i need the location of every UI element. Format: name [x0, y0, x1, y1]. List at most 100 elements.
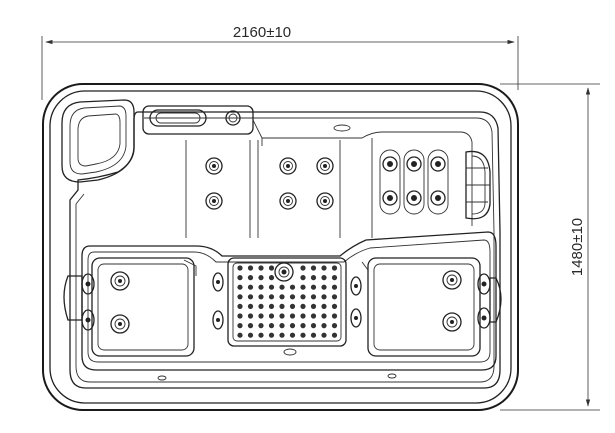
jet [382, 190, 398, 206]
seat-bench-outline [81, 231, 497, 371]
grate-hole [268, 323, 275, 329]
control-knob [225, 110, 241, 126]
grate-hole [289, 313, 296, 319]
grate-hole [321, 313, 327, 319]
grate-hole [279, 323, 285, 329]
grate-hole [331, 303, 338, 309]
grate-hole [321, 294, 327, 300]
grate-hole [289, 323, 296, 329]
jet [205, 157, 223, 175]
grate-hole [237, 284, 243, 290]
left-seat-side-jets [81, 273, 95, 331]
grate-hole [331, 275, 338, 281]
grate-hole [258, 265, 264, 271]
jet [442, 270, 462, 290]
grate-hole [247, 284, 254, 290]
grate-holes [237, 265, 338, 338]
left-seat-front-jets [212, 272, 224, 330]
grate-hole [310, 275, 317, 281]
left-seat-back-jets [110, 271, 130, 334]
right-wall-jets [379, 149, 449, 215]
grate-hole [247, 332, 254, 338]
jet [406, 156, 422, 172]
grate-hole [331, 313, 338, 319]
jet [430, 156, 446, 172]
grate-hole [310, 313, 317, 319]
grate-hole [289, 303, 296, 309]
skimmer-slot [333, 124, 351, 132]
grate-hole [279, 332, 285, 338]
jet [477, 307, 491, 329]
right-seat-side-jets [477, 273, 491, 329]
width-label: 2160±10 [233, 24, 291, 41]
grate-hole [310, 284, 317, 290]
left-seat [63, 257, 197, 357]
grate-hole [247, 313, 254, 319]
grate-hole [289, 332, 296, 338]
grate-hole [258, 284, 264, 290]
jet [81, 309, 95, 331]
jet [477, 273, 491, 295]
floor-jet [274, 262, 294, 282]
grate-hole [321, 275, 327, 281]
grate-hole [321, 323, 327, 329]
grate-hole [258, 294, 264, 300]
right-seat [361, 257, 502, 357]
jet [350, 276, 362, 296]
grate-hole [300, 284, 306, 290]
grate-hole [331, 332, 338, 338]
control-button-bar [149, 109, 207, 127]
grate-hole [321, 284, 327, 290]
upper-wall-panels [185, 124, 473, 238]
jet [316, 192, 334, 210]
grate-hole [237, 303, 243, 309]
grate-hole [331, 265, 338, 271]
right-seat-back-jets [442, 270, 462, 332]
grate-hole [258, 313, 264, 319]
step-lights [157, 373, 397, 381]
center-wall-jets [279, 157, 334, 210]
grate-hole [247, 275, 254, 281]
jet [406, 190, 422, 206]
grate-hole [268, 284, 275, 290]
jet [81, 273, 95, 295]
footwell-grate [227, 257, 347, 356]
spa-outer-shell [42, 83, 519, 411]
grate-hole [310, 294, 317, 300]
grate-hole [331, 323, 338, 329]
grate-hole [289, 294, 296, 300]
jet [205, 192, 223, 210]
grate-hole [321, 303, 327, 309]
grate-hole [300, 313, 306, 319]
grate-hole [321, 332, 327, 338]
grate-hole [258, 303, 264, 309]
headrest-pillow [465, 150, 491, 220]
grate-hole [258, 275, 264, 281]
jet [382, 156, 398, 172]
grate-hole [300, 303, 306, 309]
grate-hole [300, 294, 306, 300]
grate-hole [300, 275, 306, 281]
grate-hole [300, 332, 306, 338]
grate-hole [300, 265, 306, 271]
grate-hole [331, 294, 338, 300]
jet [110, 314, 130, 334]
grate-hole [310, 323, 317, 329]
grate-hole [237, 332, 243, 338]
grate-hole [237, 275, 243, 281]
grate-hole [279, 313, 285, 319]
grate-hole [279, 294, 285, 300]
grate-hole [247, 303, 254, 309]
grate-hole [268, 313, 275, 319]
grate-hole [268, 294, 275, 300]
jet [279, 157, 297, 175]
grate-hole [268, 275, 275, 281]
grate-hole [237, 294, 243, 300]
grate-hole [268, 332, 275, 338]
grate-hole [321, 265, 327, 271]
grate-hole [279, 303, 285, 309]
height-dimension: 1480±10 [500, 83, 600, 411]
grate-hole [331, 284, 338, 290]
jet [442, 312, 462, 332]
